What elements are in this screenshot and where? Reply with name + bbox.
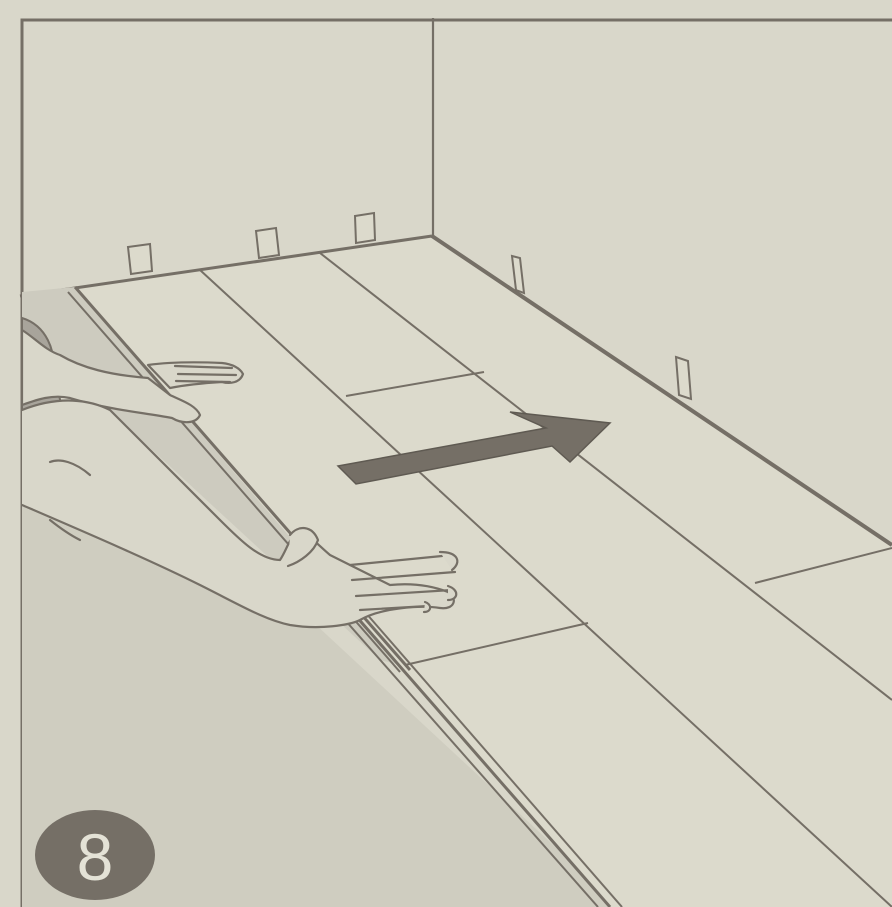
upper-finger-line-3 bbox=[176, 381, 230, 382]
spacer-wedge-icon bbox=[128, 244, 152, 274]
upper-finger-line-2 bbox=[178, 374, 236, 375]
spacer-wedge-icon bbox=[676, 357, 691, 399]
spacer-wedge-icon bbox=[355, 213, 375, 243]
step-number: 8 bbox=[77, 820, 114, 894]
step-number-badge: 8 bbox=[35, 810, 155, 900]
spacer-wedge-icon bbox=[256, 228, 279, 258]
